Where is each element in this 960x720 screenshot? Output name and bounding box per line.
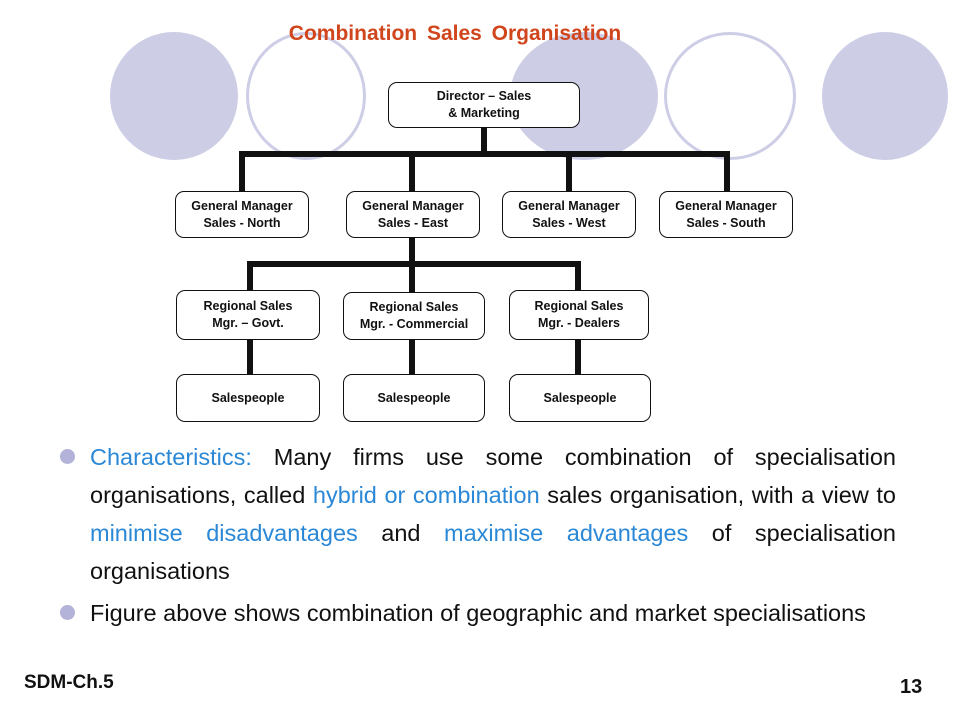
node-rsm-govt: Regional Sales Mgr. – Govt. (176, 290, 320, 340)
text-segment: Characteristics: (90, 444, 252, 470)
bullet-characteristics: Characteristics: Many firms use some com… (60, 438, 896, 590)
text-segment: sales organisation, with a view to (539, 482, 896, 508)
page-number: 13 (900, 676, 923, 698)
node-director: Director – Sales & Marketing (388, 82, 580, 128)
bullet-figure-note: Figure above shows combination of geogra… (60, 594, 896, 632)
decor-circle-1 (110, 32, 238, 160)
text-segment: maximise advantages (444, 520, 689, 546)
node-gm-south: General Manager Sales - South (659, 191, 793, 238)
node-gm-west: General Manager Sales - West (502, 191, 636, 238)
bullet-text: Characteristics: Many firms use some com… (90, 444, 896, 584)
bullet-dot (60, 605, 75, 620)
text-segment: Many firms use some combination of speci… (90, 444, 896, 508)
node-rsm-dealers: Regional Sales Mgr. - Dealers (509, 290, 649, 340)
text-segment: of specialisation organisations (90, 520, 896, 584)
bullet-list: Characteristics: Many firms use some com… (60, 438, 896, 632)
node-rsm-commercial: Regional Sales Mgr. - Commercial (343, 292, 485, 340)
text-segment: minimise disadvantages (90, 520, 358, 546)
text-segment: and (357, 520, 445, 546)
text-segment: Figure above shows combination of geogra… (90, 600, 866, 626)
bullet-text: Figure above shows combination of geogra… (90, 600, 866, 626)
node-gm-north: General Manager Sales - North (175, 191, 309, 238)
node-salespeople-govt: Salespeople (176, 374, 320, 422)
footer-chapter-label: SDM-Ch.5 (24, 672, 114, 693)
text-segment: hybrid or combination (312, 482, 540, 508)
decor-ring-1 (246, 32, 366, 160)
slide-title: Combination Sales Organisation (288, 22, 622, 45)
node-salespeople-commercial: Salespeople (343, 374, 485, 422)
bullet-dot (60, 449, 75, 464)
node-salespeople-dealers: Salespeople (509, 374, 651, 422)
node-gm-east: General Manager Sales - East (346, 191, 480, 238)
decor-circle-3 (822, 32, 948, 160)
